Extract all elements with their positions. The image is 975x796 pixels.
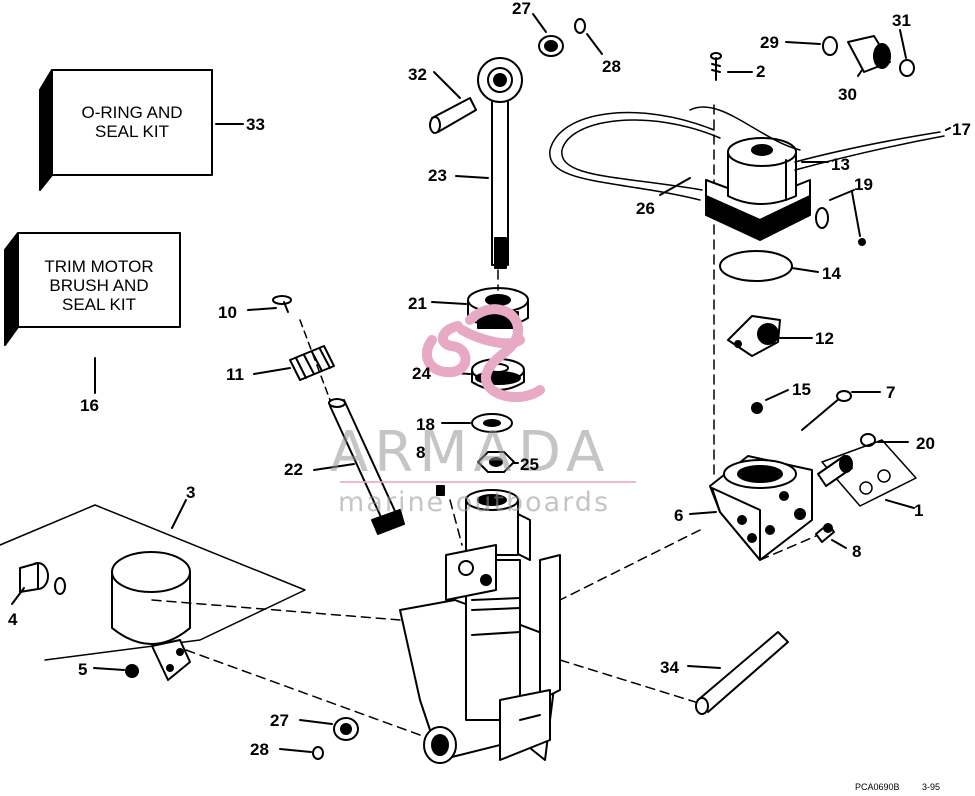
callout-31: 31: [892, 11, 911, 30]
callout-8-left: 8: [416, 443, 426, 462]
trim-motor-kit-box: [4, 232, 181, 346]
pump-body-part-6: [709, 455, 813, 561]
oring-part-29: [822, 36, 838, 56]
pin-part-32: [429, 97, 477, 134]
callout-7: 7: [886, 383, 896, 402]
watermark-rule: [340, 481, 636, 483]
gasket-part-1: [821, 439, 917, 507]
callout-22: 22: [284, 460, 303, 479]
oring-part-31: [899, 59, 915, 77]
callout-17: 17: [952, 120, 971, 139]
callout-20: 20: [916, 434, 935, 453]
footer-part-code: PCA0690B: [855, 782, 900, 792]
callout-19: 19: [854, 175, 873, 194]
callout-27-bottom: 27: [270, 711, 289, 730]
oring-part-28-top: [574, 18, 586, 34]
callout-15: 15: [792, 380, 811, 399]
oring-seal-kit-box: [39, 69, 213, 191]
callout-1: 1: [914, 501, 924, 520]
footer-date: 3-95: [922, 782, 941, 792]
trim-motor-part-13: [705, 137, 811, 241]
trim-rod-part-23: [477, 57, 523, 269]
oring-part-14: [719, 250, 793, 282]
oring-part-20: [860, 433, 876, 447]
plug-part-9: [436, 485, 445, 496]
callout-8-right: 8: [852, 542, 862, 561]
filter-part-11: [289, 345, 335, 381]
screw-part-15: [751, 402, 763, 414]
check-valve-part: [817, 455, 853, 487]
callout-27-top: 27: [512, 0, 531, 18]
callout-26: 26: [636, 199, 655, 218]
callout-28-top: 28: [602, 57, 621, 76]
callout-29: 29: [760, 33, 779, 52]
screw-part-2: [710, 52, 722, 81]
watermark-tagline: marine outboards: [338, 487, 611, 518]
callout-32: 32: [408, 65, 427, 84]
valve-part-12: [727, 315, 781, 357]
callout-21: 21: [408, 294, 427, 313]
trim-motor-kit-label: TRIM MOTOR BRUSH AND SEAL KIT: [44, 257, 154, 314]
callout-33: 33: [246, 115, 265, 134]
screw-part-10: [272, 295, 292, 313]
watermark-brand: ARMADA: [330, 420, 611, 485]
armada-logo-mark: [421, 304, 545, 402]
callout-25: 25: [520, 455, 539, 474]
tube-part-22: [328, 398, 405, 535]
callout-5: 5: [78, 660, 88, 679]
motor-wires-part-26: [549, 106, 945, 201]
callout-34: 34: [660, 658, 679, 677]
screw-part-5: [125, 664, 139, 678]
callout-16: 16: [80, 396, 99, 415]
callout-23: 23: [428, 166, 447, 185]
callout-14: 14: [822, 264, 841, 283]
bushing-part-4: [19, 562, 66, 595]
pin-part-34: [695, 631, 789, 715]
callout-11: 11: [226, 365, 244, 384]
reservoir-part-3: [111, 551, 191, 681]
bushing-part-27-top: [538, 35, 564, 57]
callout-13: 13: [831, 155, 850, 174]
clip-part-19: [815, 207, 866, 246]
callout-6: 6: [674, 506, 684, 525]
callout-30: 30: [838, 85, 857, 104]
callout-4: 4: [8, 610, 18, 629]
ring-part-18: [471, 413, 513, 433]
callout-28-bottom: 28: [250, 740, 269, 759]
screw-part-8-right: [815, 523, 835, 543]
connector-part-30: [847, 35, 891, 73]
manifold-mounting-plane: [0, 504, 306, 661]
bolt-part-7: [801, 390, 852, 431]
callout-18: 18: [416, 415, 435, 434]
callout-3: 3: [186, 483, 196, 502]
oring-seal-kit-label: O-RING AND SEAL KIT: [81, 103, 183, 141]
callout-24: 24: [412, 364, 431, 383]
oring-part-28-bottom: [312, 746, 324, 760]
callout-10: 10: [218, 303, 237, 322]
trim-cylinder-body: [399, 489, 561, 764]
bushing-part-27-bottom: [333, 717, 359, 741]
callout-2: 2: [756, 62, 766, 81]
callout-12: 12: [815, 329, 834, 348]
